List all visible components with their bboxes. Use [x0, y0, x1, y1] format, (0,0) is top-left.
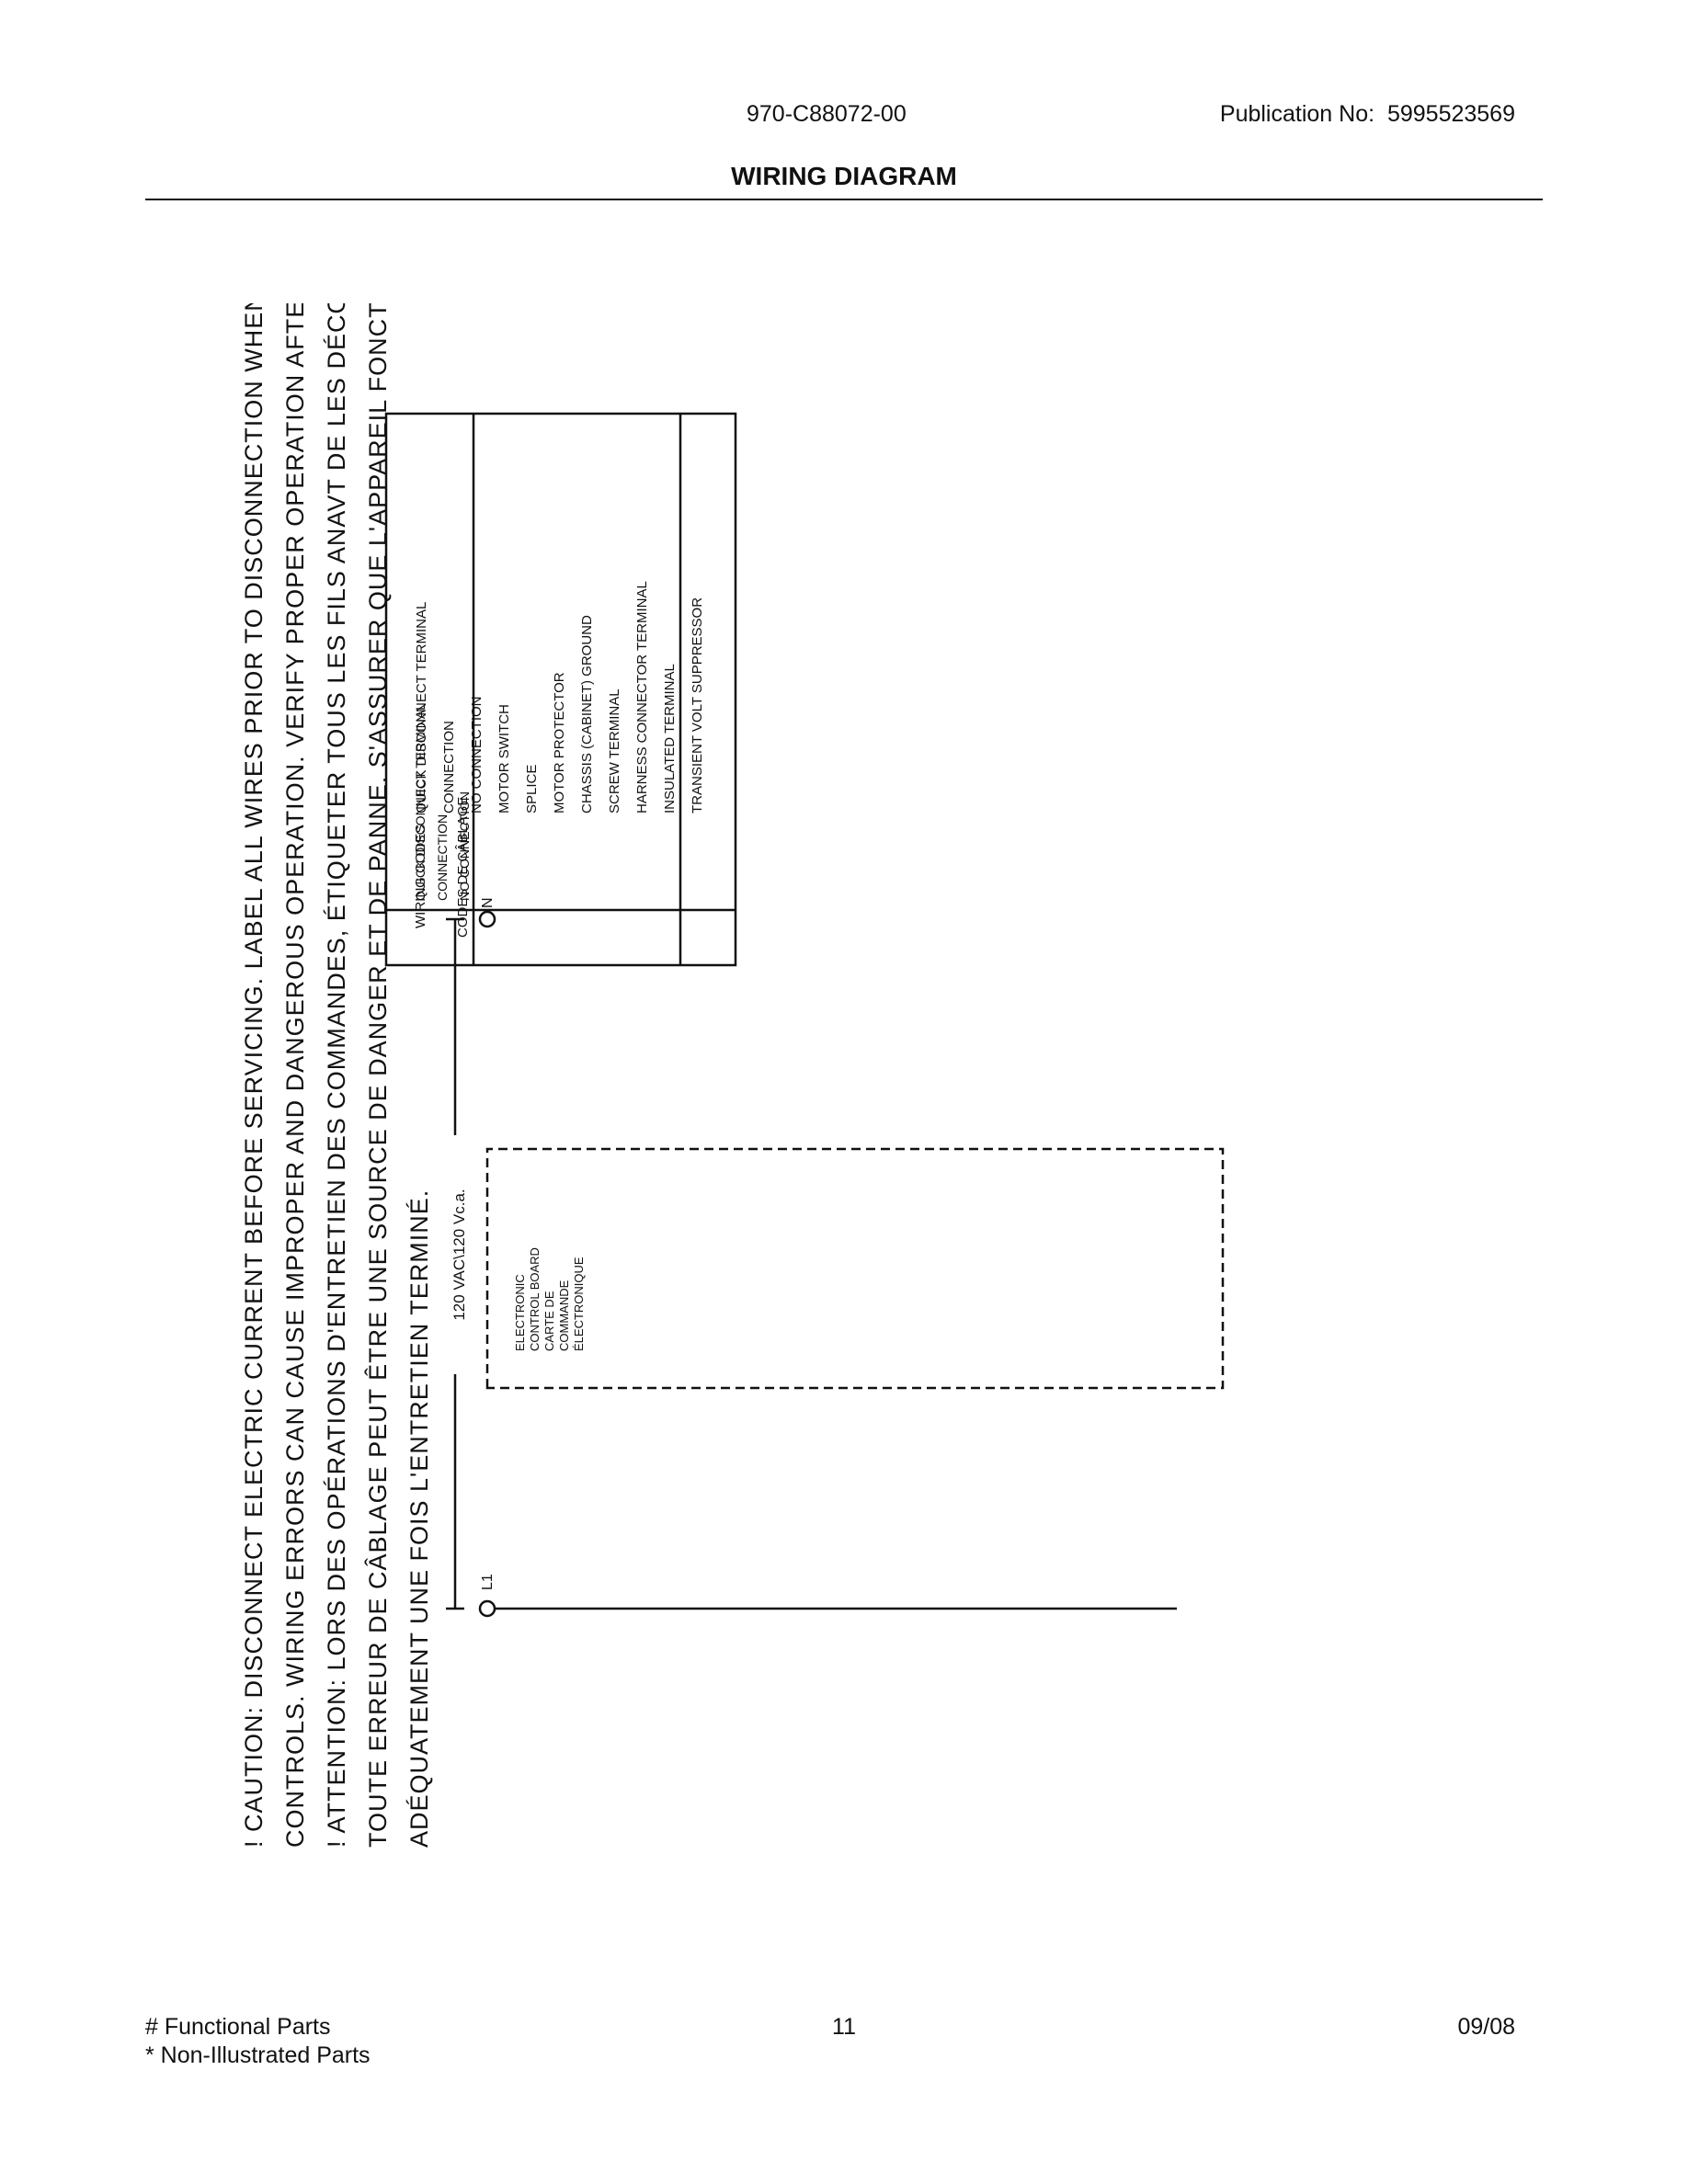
wc-2: CONNECTION	[441, 721, 457, 813]
caution-line-4: TOUTE ERREUR DE CÂBLAGE PEUT ÊTRE UNE SO…	[363, 303, 392, 1848]
n-label: N	[480, 897, 496, 908]
title-rule	[145, 199, 1543, 200]
footer-legend: # Functional Parts * Non-Illustrated Par…	[145, 2013, 371, 2070]
non-illustrated-note: * Non-Illustrated Parts	[145, 2042, 371, 2068]
l1-bus: L1	[478, 1574, 1177, 1618]
ecb-label-5: ÉLECTRONIQUE	[572, 1257, 586, 1351]
l1-label: L1	[480, 1574, 496, 1590]
publication-value: 5995523569	[1386, 101, 1515, 127]
publication-label: Publication No:	[1219, 101, 1375, 127]
wc-3: NO CONNECTION	[469, 697, 485, 814]
wiring-codes-title: WIRING CODES	[413, 825, 428, 928]
l1-terminal-icon	[478, 1599, 496, 1618]
caution-line-1: ! CAUTION: DISCONNECT ELECTRIC CURRENT B…	[240, 303, 268, 1848]
caution-line-5: ADÉQUATEMENT UNE FOIS L'ENTRETIEN TERMIN…	[405, 1189, 433, 1848]
revision-date: 09/08	[1457, 2014, 1515, 2040]
code-item-3: NO CONNECTION	[457, 791, 472, 901]
ecb-label-1: ELECTRONIC	[513, 1274, 527, 1351]
page-number: 11	[832, 2014, 856, 2040]
publication-number: Publication No: 5995523569	[1220, 101, 1515, 128]
wc-11: TRANSIENT VOLT SUPPRESSOR	[690, 597, 705, 813]
voltage-label: 120 VAC\120 Vc.a.	[451, 1189, 468, 1320]
wc-7: CHASSIS (CABINET) GROUND	[579, 615, 595, 813]
wiring-diagram: ! CAUTION: DISCONNECT ELECTRIC CURRENT B…	[211, 121, 1443, 1884]
codes-fr-title: CODES DE CÂBLAGE	[455, 797, 471, 938]
wc-8: SCREW TERMINAL	[607, 688, 622, 813]
functional-parts-note: # Functional Parts	[145, 2014, 331, 2040]
code-item-2: CONNECTION	[435, 814, 450, 901]
wiring-diagram-canvas: ! CAUTION: DISCONNECT ELECTRIC CURRENT B…	[240, 121, 1225, 1848]
wiring-codes-table: WIRING CODES CODES DE CÂBLAGE QUICK DISC…	[384, 412, 737, 967]
n-bus: N	[478, 897, 496, 928]
document-number: 970-C88072-00	[747, 101, 907, 127]
n-terminal-icon	[478, 910, 496, 928]
wc-5: SPLICE	[524, 765, 540, 813]
wc-9: HARNESS CONNECTOR TERMINAL	[634, 581, 650, 813]
voltage-dimension: 120 VAC\120 Vc.a.	[446, 917, 468, 1610]
wc-4: MOTOR SWITCH	[496, 704, 512, 813]
ecb-label-4: COMMANDE	[557, 1280, 571, 1351]
caution-line-3: ! ATTENTION: LORS DES OPÉRATIONS D'ENTRE…	[323, 303, 350, 1848]
electronic-control-board: ELECTRONIC CONTROL BOARD CARTE DE COMMAN…	[485, 1147, 1225, 1390]
ecb-label-2: CONTROL BOARD	[528, 1247, 542, 1351]
caution-line-2: CONTROLS. WIRING ERRORS CAN CAUSE IMPROP…	[281, 303, 309, 1848]
code-item-1: QUICK DISCONNECT TERMINAL	[413, 703, 428, 901]
wc-1: QUICK DISCONNECT TERMINAL	[414, 602, 429, 813]
wc-6: MOTOR PROTECTOR	[552, 672, 567, 813]
page-title: WIRING DIAGRAM	[731, 162, 957, 190]
wiring-codes-list: QUICK DISCONNECT TERMINAL CONNECTION NO …	[414, 581, 705, 813]
ecb-label-3: CARTE DE	[542, 1291, 556, 1351]
wc-10: INSULATED TERMINAL	[662, 664, 678, 813]
